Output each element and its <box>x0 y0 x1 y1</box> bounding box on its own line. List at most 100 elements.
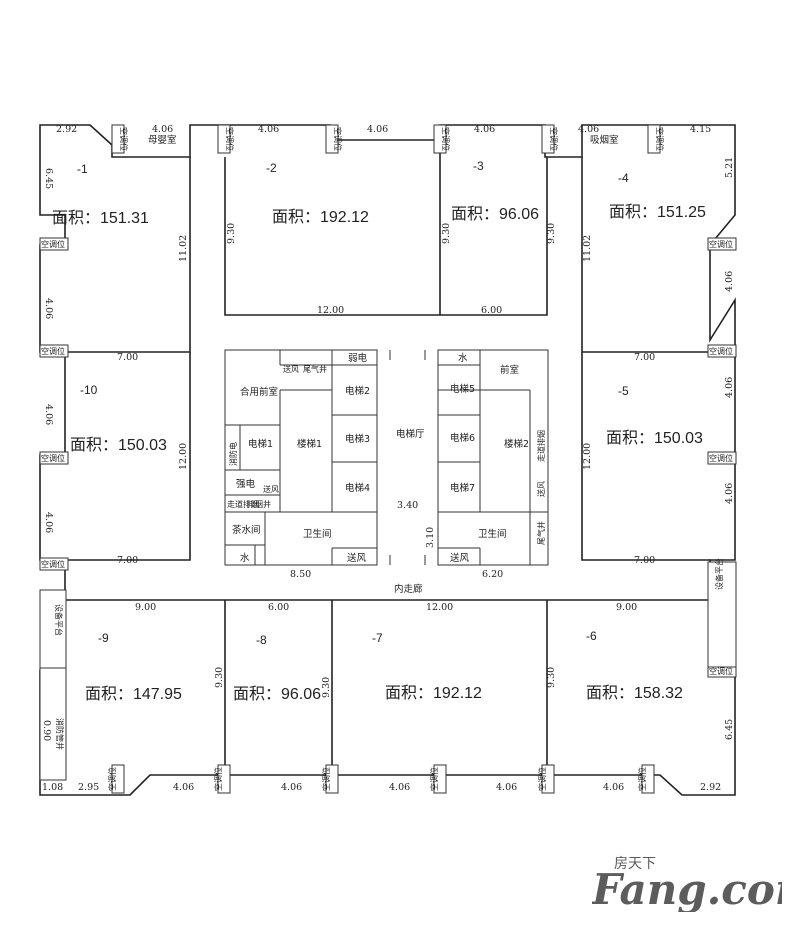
label-lobby: 前室 <box>500 364 519 376</box>
dim-340: 3.40 <box>397 500 418 511</box>
label-exhaust-shaft-left: 排烟井 <box>247 499 271 509</box>
ac-label-left-4: 空调位 <box>41 559 65 569</box>
label-exhaust-bottom-left: 送风 <box>347 552 367 564</box>
dim-left-645: 6.45 <box>43 168 54 189</box>
label-tail-gas-right: 尾气井 <box>536 521 546 545</box>
label-exhaust-left: 送风 <box>263 484 279 494</box>
dim-top-406-e: 4.06 <box>578 124 599 135</box>
dim-right-406-a: 4.06 <box>724 271 735 292</box>
unit-8-name: -8 <box>256 633 267 647</box>
unit-9-area: 面积：147.95 <box>85 685 182 703</box>
ac-label-bottom-3: 空调位 <box>321 767 331 791</box>
unit-7-area: 面积：192.12 <box>385 684 482 702</box>
unit-5-wall <box>581 352 710 561</box>
dim-700-d: 7.00 <box>634 555 655 566</box>
dim-090: 0.90 <box>41 720 52 741</box>
dim-bottom-292: 2.92 <box>700 782 721 793</box>
ac-label-bottom-4: 空调位 <box>429 767 439 791</box>
label-fire-elevator: 消防电 <box>228 442 238 466</box>
unit-9-name: -9 <box>98 631 109 645</box>
label-elev7: 电梯7 <box>450 482 475 494</box>
unit-10-name: -10 <box>80 383 98 397</box>
unit-4-wall <box>581 157 710 353</box>
unit-10-area: 面积：150.03 <box>70 436 167 454</box>
label-equipment-platform-right: 设备平台 <box>714 558 724 590</box>
unit-5-area: 面积：150.03 <box>606 429 703 447</box>
unit-1-wall <box>65 157 191 353</box>
dim-top-406-b: 4.06 <box>258 124 279 135</box>
ac-label-left-3: 空调位 <box>41 453 65 463</box>
dim-930-b: 9.30 <box>441 223 452 244</box>
ac-units <box>39 124 737 794</box>
dim-1200-top: 12.00 <box>317 305 344 316</box>
dim-top-406-a: 4.06 <box>152 124 173 135</box>
label-inner-corridor: 内走廊 <box>394 583 423 595</box>
unit-2-3-wall <box>224 157 548 316</box>
label-tail-gas-top: 尾气井 <box>303 364 327 374</box>
dim-930-c: 9.30 <box>546 223 557 244</box>
dim-top-406-c: 4.06 <box>367 124 388 135</box>
dim-900-b: 9.00 <box>616 602 637 613</box>
label-stair1: 楼梯1 <box>297 438 322 450</box>
unit-6-name: -6 <box>586 629 597 643</box>
dim-1102-left: 11.02 <box>178 235 189 262</box>
dim-right-645: 6.45 <box>724 719 735 740</box>
label-mother-room: 母婴室 <box>148 134 177 146</box>
ac-label-top-2: 空调位 <box>225 127 235 151</box>
label-fire-shaft: 消防管井 <box>55 718 65 750</box>
dim-1200-left: 12.00 <box>178 443 189 470</box>
dim-top-415: 4.15 <box>690 124 711 135</box>
watermark-cn: 房天下 <box>614 856 656 872</box>
label-elev1: 电梯1 <box>248 438 273 450</box>
dim-bottom-406-a: 4.06 <box>173 782 194 793</box>
unit-4-name: -4 <box>618 171 629 185</box>
ac-label-right-4: 空调位 <box>709 666 733 676</box>
dim-top-406-d: 4.06 <box>474 124 495 135</box>
dim-right-521: 5.21 <box>724 157 735 178</box>
core-right <box>437 349 549 566</box>
dim-left-406-a: 4.06 <box>43 298 54 319</box>
dim-left-406-b: 4.06 <box>43 404 54 425</box>
unit-10-wall <box>65 352 191 561</box>
unit-1-area: 面积：151.31 <box>52 209 149 227</box>
ac-label-right-1: 空调位 <box>709 239 733 249</box>
label-strong-elec: 强电 <box>236 478 256 490</box>
label-weak-elec: 弱电 <box>348 352 368 364</box>
ac-label-bottom-5: 空调位 <box>537 767 547 791</box>
label-exhaust-bottom-right: 送风 <box>450 552 470 564</box>
dim-930-f: 9.30 <box>546 667 557 688</box>
dim-right-406-c: 4.06 <box>724 483 735 504</box>
label-equipment-platform-left: 设备平台 <box>54 604 64 636</box>
fang-watermark: 房天下 Fang.com <box>592 856 782 912</box>
label-water-right: 水 <box>458 352 468 364</box>
watermark-brand: Fang.com <box>592 865 782 912</box>
unit-2-name: -2 <box>266 161 277 175</box>
dim-1102-right: 11.02 <box>582 235 593 262</box>
unit-3-area: 面积：96.06 <box>451 205 539 223</box>
dim-600-top: 6.00 <box>481 305 502 316</box>
dim-left-406-c: 4.06 <box>43 512 54 533</box>
dim-1200-right: 12.00 <box>582 443 593 470</box>
dim-top-292: 2.92 <box>56 124 77 135</box>
label-shared-lobby: 合用前室 <box>240 386 278 398</box>
label-elev5: 电梯5 <box>450 383 475 395</box>
label-tea-room: 茶水间 <box>232 524 261 536</box>
unit-2-area: 面积：192.12 <box>272 208 369 226</box>
core-left <box>224 349 378 566</box>
dim-right-406-b: 4.06 <box>724 377 735 398</box>
label-corridor-exhaust-left: 走道排烟 <box>227 499 259 509</box>
label-toilet-right: 卫生间 <box>478 528 507 540</box>
dim-bottom-406-b: 4.06 <box>281 782 302 793</box>
dim-600-b: 6.00 <box>268 602 289 613</box>
label-elev6: 电梯6 <box>450 432 475 444</box>
label-corridor-exhaust-right: 走道排烟 <box>536 430 546 462</box>
ac-label-bottom-6: 空调位 <box>637 767 647 791</box>
label-exhaust-top: 送风 <box>283 364 299 374</box>
dim-1200-b: 12.00 <box>426 602 453 613</box>
unit-7-name: -7 <box>372 631 383 645</box>
dim-900-a: 9.00 <box>135 602 156 613</box>
unit-3-name: -3 <box>473 159 484 173</box>
ac-label-top-4: 空调位 <box>441 127 451 151</box>
ac-label-top-5: 空调位 <box>549 127 559 151</box>
ac-label-top-1: 空调位 <box>119 127 129 151</box>
